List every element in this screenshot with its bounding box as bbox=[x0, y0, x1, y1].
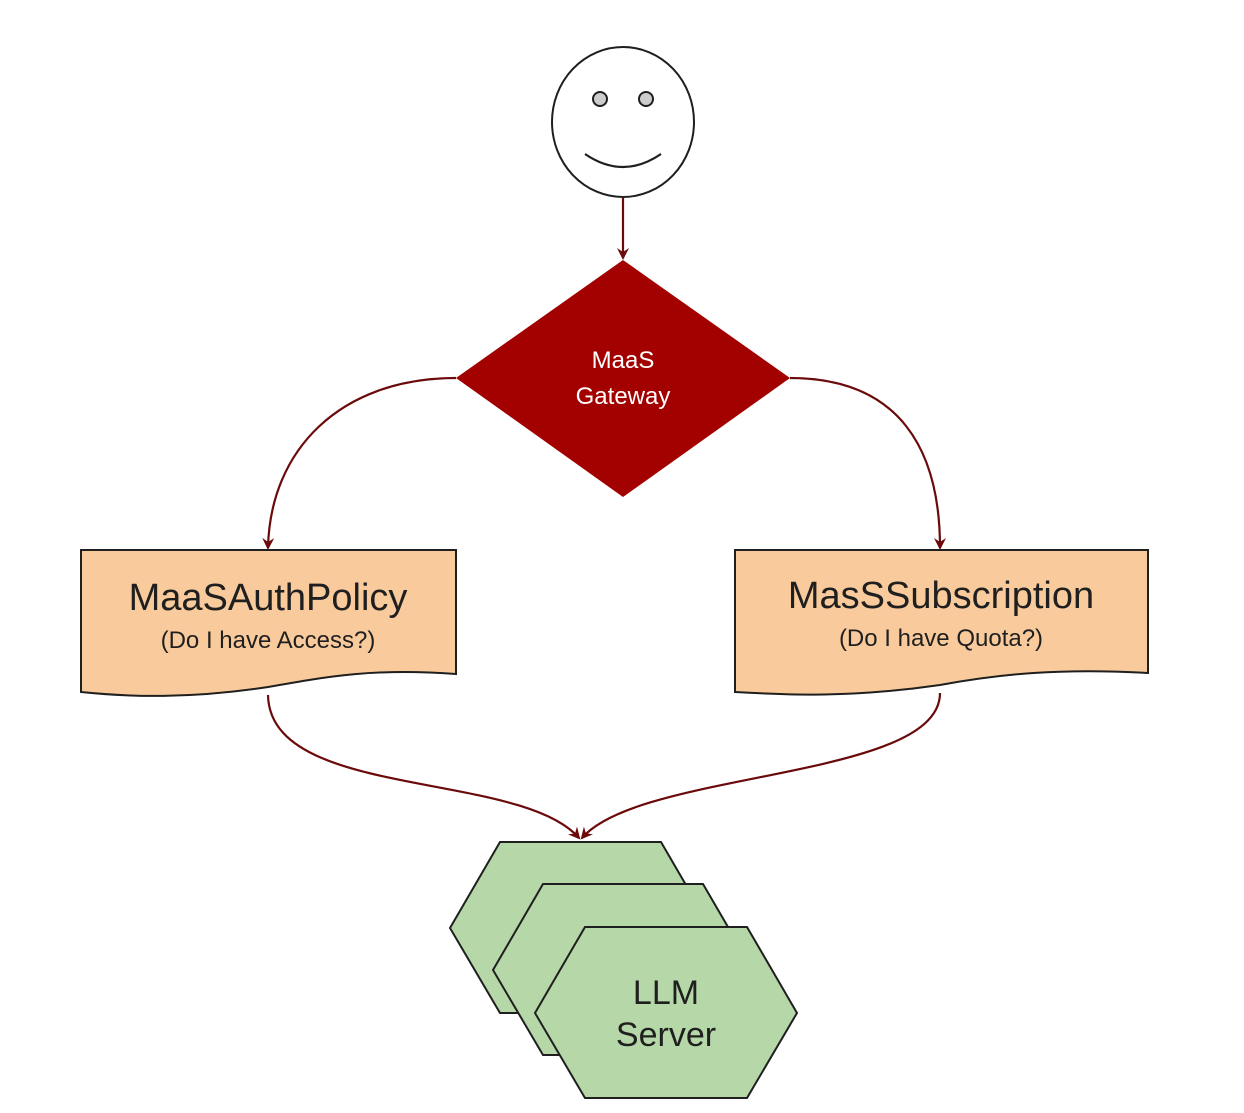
auth-policy-document-shape bbox=[80, 549, 457, 697]
edge-subscription-to-llm bbox=[580, 692, 942, 840]
left-eye bbox=[592, 91, 608, 107]
llm-server-label-line1: LLM bbox=[633, 974, 699, 1012]
subscription-title: MasSSubscription bbox=[788, 575, 1094, 617]
subscription-subtitle: (Do I have Quota?) bbox=[839, 625, 1043, 652]
auth-policy-title: MaaSAuthPolicy bbox=[129, 577, 408, 619]
llm-server-node: LLM Server bbox=[448, 841, 799, 1099]
face-outline bbox=[551, 46, 695, 198]
smile bbox=[584, 153, 662, 169]
edge-gateway-to-subscription bbox=[789, 376, 946, 550]
auth-policy-subtitle: (Do I have Access?) bbox=[161, 627, 376, 654]
llm-server-hexagon-front bbox=[533, 926, 799, 1099]
subscription-node: MasSSubscription (Do I have Quota?) bbox=[734, 549, 1149, 696]
llm-server-label-line2: Server bbox=[616, 1016, 716, 1054]
gateway-label-line2: Gateway bbox=[576, 383, 671, 410]
edge-auth-policy-to-llm bbox=[266, 694, 581, 840]
gateway-node: MaaS Gateway bbox=[456, 260, 790, 497]
right-eye bbox=[638, 91, 654, 107]
user-face-icon bbox=[551, 46, 695, 198]
auth-policy-node: MaaSAuthPolicy (Do I have Access?) bbox=[80, 549, 457, 697]
gateway-diamond bbox=[456, 260, 790, 497]
gateway-label-line1: MaaS bbox=[592, 347, 655, 374]
subscription-document-shape bbox=[734, 549, 1149, 696]
edge-gateway-to-auth-policy bbox=[262, 376, 457, 550]
